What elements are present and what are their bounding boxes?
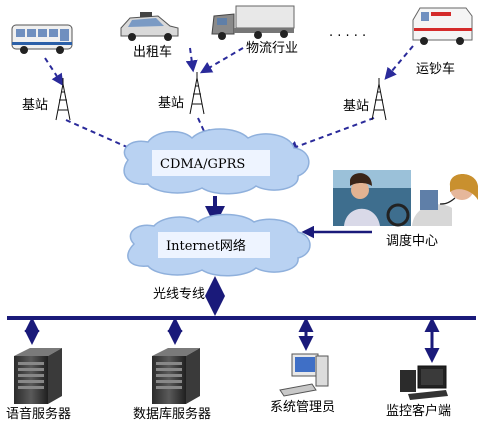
admin-label: 系统管理员 bbox=[270, 400, 335, 415]
internet-label: Internet网络 bbox=[166, 238, 246, 254]
logistics-label: 物流行业 bbox=[246, 41, 298, 56]
admin-workstation-icon bbox=[279, 353, 329, 397]
tower-icon-left bbox=[55, 78, 71, 121]
db-server-icon bbox=[152, 348, 200, 404]
voice-server-label: 语音服务器 bbox=[6, 406, 71, 422]
fiber-label: 光线专线 bbox=[153, 287, 205, 302]
internet-cloud: Internet网络 bbox=[127, 213, 311, 277]
cash-van-label: 运钞车 bbox=[416, 61, 455, 77]
tower-icon-right bbox=[371, 78, 387, 121]
tower-label-left: 基站 bbox=[22, 98, 48, 113]
tower-icon-middle bbox=[189, 72, 205, 115]
dispatch-photo bbox=[333, 170, 411, 227]
cdma-label: CDMA/GPRS bbox=[160, 157, 245, 172]
more-vehicles-dots: · · · · · bbox=[329, 29, 366, 44]
dispatch-label: 调度中心 bbox=[386, 233, 438, 249]
taxi-icon bbox=[120, 12, 179, 41]
tower-label-right: 基站 bbox=[343, 99, 369, 114]
voice-server-icon bbox=[14, 348, 62, 404]
monitor-client-icon bbox=[400, 365, 448, 400]
operator-photo bbox=[412, 174, 478, 226]
bus-icon bbox=[11, 24, 73, 54]
taxi-label: 出租车 bbox=[133, 44, 172, 60]
cash-van-icon bbox=[412, 7, 473, 45]
bus-drops bbox=[24, 317, 440, 363]
tower-label-middle: 基站 bbox=[158, 96, 184, 111]
db-server-label: 数据库服务器 bbox=[133, 406, 211, 422]
truck-icon bbox=[211, 5, 295, 40]
monitor-client-label: 监控客户端 bbox=[386, 403, 451, 419]
cdma-cloud: CDMA/GPRS bbox=[123, 128, 310, 195]
